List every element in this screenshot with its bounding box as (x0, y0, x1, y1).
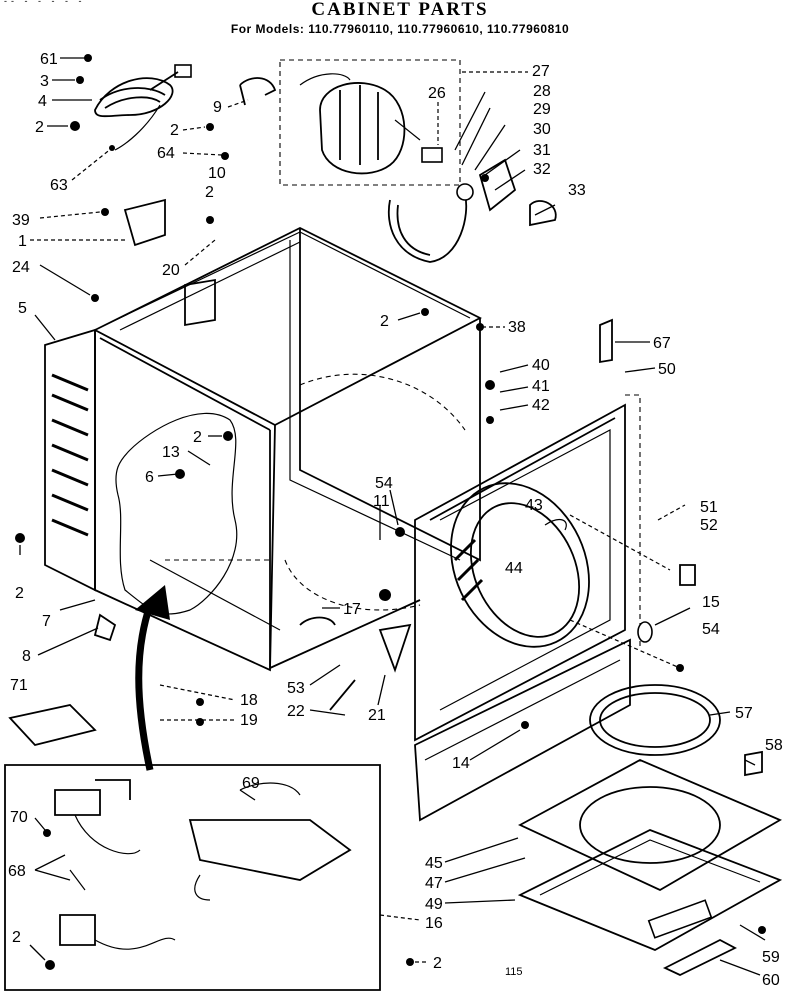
model-list: For Models: 110.77960110, 110.77960610, … (230, 22, 570, 36)
callout-42: 42 (532, 397, 550, 414)
cabinet-shell (44, 226, 482, 771)
callout-44: 44 (505, 560, 523, 577)
callout-10: 10 (208, 165, 226, 182)
callout-51: 51 (700, 499, 718, 516)
callout-22: 22 (287, 703, 305, 720)
callout-2: 2 (15, 585, 24, 602)
callout-59: 59 (762, 949, 780, 966)
callout-28: 28 (533, 83, 551, 100)
callout-68: 68 (8, 863, 26, 880)
callout-16: 16 (425, 915, 443, 932)
callout-57: 57 (735, 705, 753, 722)
callout-2: 2 (205, 184, 214, 201)
fasteners (15, 54, 766, 970)
callout-4: 4 (38, 93, 47, 110)
callout-58: 58 (765, 737, 783, 754)
callout-15: 15 (702, 594, 720, 611)
callout-67: 67 (653, 335, 671, 352)
callout-49: 49 (425, 896, 443, 913)
callout-8: 8 (22, 648, 31, 665)
wiring-inset (4, 764, 381, 991)
callout-2: 2 (12, 929, 21, 946)
callout-69: 69 (242, 775, 260, 792)
callout-17: 17 (343, 601, 361, 618)
top-edge-marks: -- - - - - - (4, 0, 86, 6)
callout-labels: 61 3 4 2 63 9 2 64 27 26 28 29 30 31 32 … (8, 51, 783, 989)
callout-45: 45 (425, 855, 443, 872)
callout-24: 24 (12, 259, 30, 276)
footer-mark: 115 (505, 966, 523, 978)
callout-3: 3 (40, 73, 49, 90)
callout-53: 53 (287, 680, 305, 697)
callout-29: 29 (533, 101, 551, 118)
motor-assembly (279, 59, 557, 263)
callout-20: 20 (162, 262, 180, 279)
callout-64: 64 (157, 145, 175, 162)
callout-33: 33 (568, 182, 586, 199)
callout-7: 7 (42, 613, 51, 630)
callout-2: 2 (193, 429, 202, 446)
callout-38: 38 (508, 319, 526, 336)
callout-60: 60 (762, 972, 780, 989)
power-cord-group (94, 64, 277, 151)
callout-2: 2 (433, 955, 442, 972)
callout-70: 70 (10, 809, 28, 826)
callout-9: 9 (213, 99, 222, 116)
callout-54: 54 (375, 475, 393, 492)
callout-31: 31 (533, 142, 551, 159)
callout-40: 40 (532, 357, 550, 374)
callout-2: 2 (170, 122, 179, 139)
callout-2: 2 (380, 313, 389, 330)
front-panel (414, 394, 641, 822)
callout-13: 13 (162, 444, 180, 461)
callout-1: 1 (18, 233, 27, 250)
small-parts (8, 198, 763, 777)
callout-26: 26 (428, 85, 446, 102)
callout-71: 71 (10, 677, 28, 694)
callout-43: 43 (525, 497, 543, 514)
callout-39: 39 (12, 212, 30, 229)
callout-27: 27 (532, 63, 550, 80)
callout-41: 41 (532, 378, 550, 395)
callout-32: 32 (533, 161, 551, 178)
side-vent-louvers (51, 373, 89, 537)
callout-21: 21 (368, 707, 386, 724)
callout-2: 2 (35, 119, 44, 136)
page-title: CABINET PARTS (311, 0, 489, 20)
door-assembly (517, 684, 783, 976)
callout-50: 50 (658, 361, 676, 378)
callout-30: 30 (533, 121, 551, 138)
callout-54: 54 (702, 621, 720, 638)
callout-6: 6 (145, 469, 154, 486)
callout-61: 61 (40, 51, 58, 68)
callout-11: 11 (373, 493, 390, 510)
callout-5: 5 (18, 300, 27, 317)
leader-lines (19, 57, 766, 976)
callout-19: 19 (240, 712, 258, 729)
callout-47: 47 (425, 875, 443, 892)
callout-18: 18 (240, 692, 258, 709)
callout-14: 14 (452, 755, 470, 772)
callout-52: 52 (700, 517, 718, 534)
callout-63: 63 (50, 177, 68, 194)
